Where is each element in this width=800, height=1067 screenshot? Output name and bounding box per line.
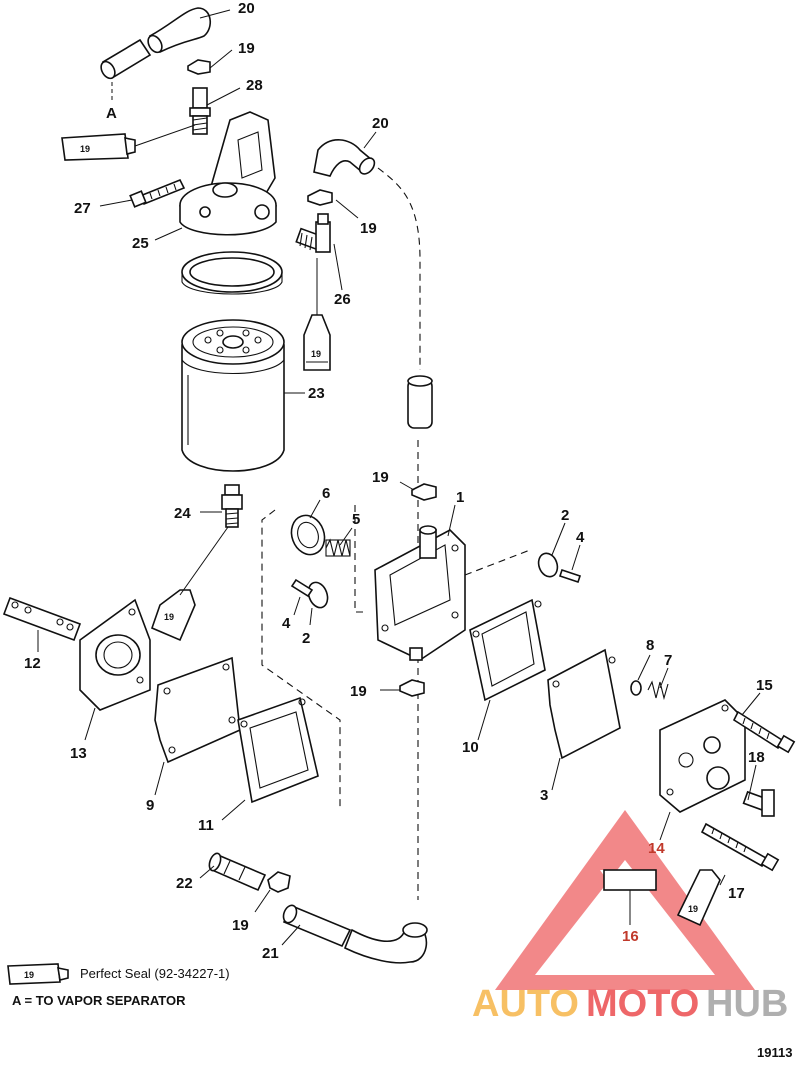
callout-11: 11 <box>198 817 214 834</box>
elbow-fitting-26 <box>295 213 331 253</box>
fuel-pump-body-1 <box>374 525 466 661</box>
callout-20-right: 20 <box>372 115 389 132</box>
check-valve-2-right <box>537 552 559 578</box>
gasket-ring <box>181 251 283 295</box>
callout-2-left: 2 <box>302 630 310 647</box>
spring-7 <box>647 680 669 701</box>
figure-number: 19113 <box>757 1045 793 1060</box>
gasket-11 <box>237 696 319 804</box>
callout-19-right: 19 <box>360 220 377 237</box>
gasket-3 <box>547 648 621 760</box>
screw-4-left <box>290 578 314 598</box>
sealant-tube-2: 19 <box>303 314 331 371</box>
callout-19-mid-bottom: 19 <box>350 683 367 700</box>
callout-20-top: 20 <box>238 0 255 17</box>
svg-text:AUTO: AUTO <box>472 983 579 1025</box>
gasket-10 <box>469 598 546 702</box>
plate-12 <box>2 596 82 642</box>
leader-lines <box>37 9 761 946</box>
callout-22: 22 <box>176 875 193 892</box>
bolt-27 <box>129 178 186 208</box>
svg-text:19: 19 <box>688 904 698 914</box>
callout-8: 8 <box>646 637 654 654</box>
callout-17: 17 <box>728 885 745 902</box>
fuel-filter-23 <box>181 319 285 472</box>
assembly-line-right <box>464 549 531 576</box>
callout-2-right: 2 <box>561 507 569 524</box>
hose-20-right <box>313 139 376 177</box>
pump-base-13 <box>79 598 151 711</box>
callout-23: 23 <box>308 385 325 402</box>
callout-A: A <box>106 105 117 122</box>
clamp-19-right <box>307 189 333 206</box>
elbow-fitting-18 <box>742 789 775 817</box>
label-plate-16 <box>603 869 657 891</box>
gasket-9 <box>154 656 241 764</box>
filter-bracket-25 <box>179 111 277 236</box>
callout-24: 24 <box>174 505 191 522</box>
svg-text:HUB: HUB <box>706 983 788 1025</box>
legend-tube-icon: 19 <box>7 963 69 985</box>
check-valve-2-left <box>307 581 329 609</box>
bolt-17 <box>700 822 780 872</box>
callout-10: 10 <box>462 739 479 756</box>
svg-text:MOTO: MOTO <box>586 983 699 1025</box>
callout-19-mid-top: 19 <box>372 469 389 486</box>
clamp-19-mid-bottom <box>399 679 425 697</box>
clamp-19-top <box>187 59 211 75</box>
svg-text:19: 19 <box>164 612 174 622</box>
legend-vapor-note: A = TO VAPOR SEPARATOR <box>12 993 186 1008</box>
callout-4-right: 4 <box>576 529 585 546</box>
assembly-bracket-line <box>261 505 365 810</box>
callout-16: 16 <box>622 928 639 945</box>
callout-28: 28 <box>246 77 263 94</box>
callout-25: 25 <box>132 235 149 252</box>
callout-5: 5 <box>352 511 360 528</box>
callout-12: 12 <box>24 655 41 672</box>
callout-19-top: 19 <box>238 40 255 57</box>
callout-numbers: 20 19 28 A 27 25 20 19 26 23 24 19 1 6 5… <box>24 0 773 962</box>
svg-text:19: 19 <box>24 970 34 980</box>
hose-route-line <box>377 167 421 370</box>
screw-4-right <box>558 568 582 584</box>
sealant-tube-3: 19 <box>150 589 196 642</box>
callout-26: 26 <box>334 291 351 308</box>
callout-1: 1 <box>456 489 464 506</box>
fitting-22 <box>208 852 267 892</box>
callout-18: 18 <box>748 749 765 766</box>
diaphragm-6 <box>290 514 326 556</box>
callout-19-bottom: 19 <box>232 917 249 934</box>
callout-6: 6 <box>322 485 330 502</box>
callout-27: 27 <box>74 200 91 217</box>
bolt-15 <box>732 710 796 754</box>
sealant-tube-1: 19 <box>61 133 136 161</box>
clamp-19-mid-top <box>411 483 437 501</box>
callout-13: 13 <box>70 745 87 762</box>
hose-20-top <box>100 7 211 80</box>
callout-4-left: 4 <box>282 615 291 632</box>
spring-5 <box>325 538 351 557</box>
svg-text:19: 19 <box>311 349 321 359</box>
callout-21: 21 <box>262 945 279 962</box>
callout-14: 14 <box>648 840 665 857</box>
callout-7: 7 <box>664 652 672 669</box>
watermark-text: AUTO MOTO HUB <box>472 983 788 1025</box>
washer-8 <box>630 680 642 696</box>
callout-9: 9 <box>146 797 154 814</box>
clamp-19-bottom <box>267 871 291 893</box>
sleeve-right <box>407 375 433 429</box>
sealant-tube-4: 19 <box>676 869 721 927</box>
fitting-24 <box>221 484 243 528</box>
pump-cover-14 <box>659 699 746 813</box>
fitting-28 <box>189 87 211 135</box>
legend-sealant: Perfect Seal (92-34227-1) <box>80 966 230 981</box>
svg-text:19: 19 <box>80 144 90 154</box>
callout-15: 15 <box>756 677 773 694</box>
callout-3: 3 <box>540 787 548 804</box>
hose-21 <box>282 904 428 964</box>
